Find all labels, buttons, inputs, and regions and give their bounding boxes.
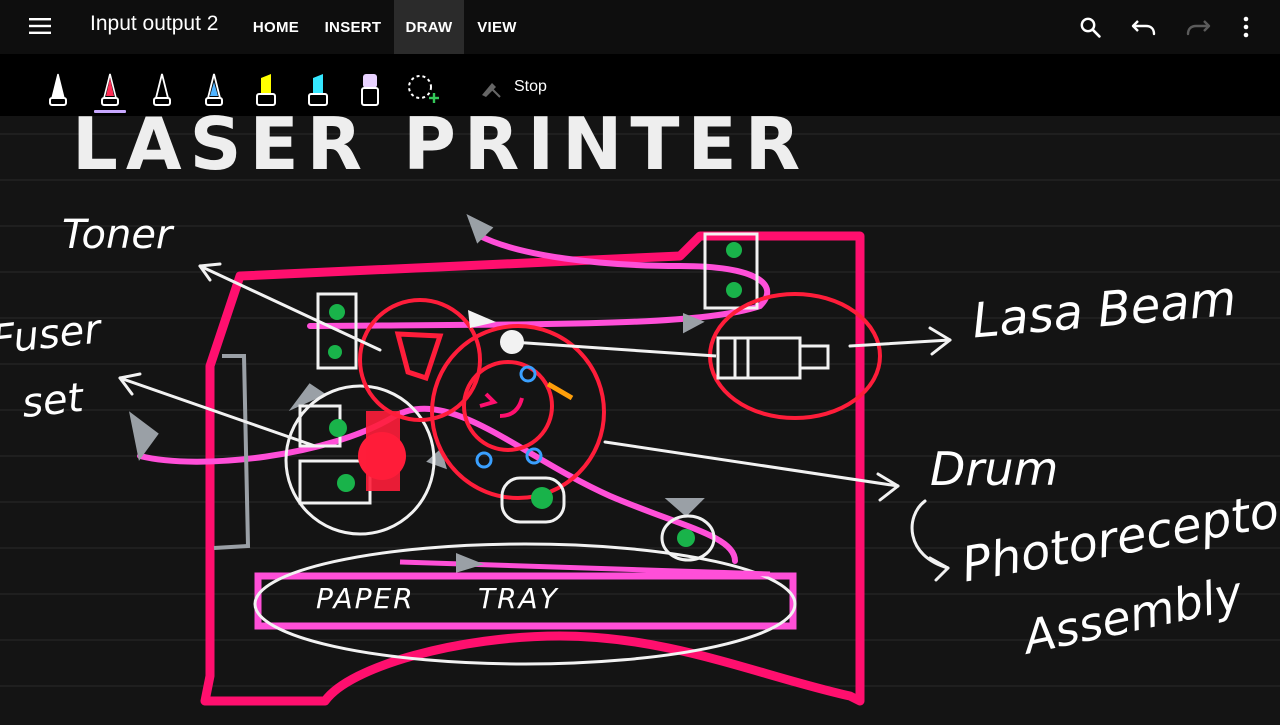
label-set: set: [19, 374, 86, 428]
stop-pen-icon: [482, 83, 501, 98]
document-title: Input output 2: [90, 12, 219, 35]
label-paper: PAPER: [316, 582, 415, 615]
redo-icon[interactable]: [1181, 10, 1215, 44]
selected-tool-indicator: [94, 110, 126, 113]
app-bar: Input output 2 HOME INSERT DRAW VIEW: [0, 0, 1280, 54]
pen-white-icon[interactable]: [41, 66, 75, 106]
ink-layer: [0, 133, 1280, 706]
highlighter-yellow-icon[interactable]: [249, 66, 283, 106]
pen-white-2-icon[interactable]: [145, 66, 179, 106]
more-icon[interactable]: [1229, 10, 1263, 44]
drawing-canvas[interactable]: LASER PRINTER Toner Fuser set Lasa Beam …: [0, 102, 1280, 720]
stop-label: Stop: [514, 78, 547, 95]
label-drum: Drum: [930, 442, 1059, 496]
menu-icon[interactable]: [22, 12, 58, 40]
highlighter-cyan-icon[interactable]: [301, 66, 335, 106]
canvas-title: LASER PRINTER: [72, 102, 809, 186]
stop-inking-button[interactable]: Stop: [478, 72, 547, 102]
undo-icon[interactable]: [1127, 10, 1161, 44]
pen-red-icon[interactable]: [93, 66, 127, 106]
search-icon[interactable]: [1073, 10, 1107, 44]
label-tray: TRAY: [478, 582, 559, 615]
eraser-icon[interactable]: [353, 66, 387, 106]
tab-insert[interactable]: INSERT: [324, 18, 382, 36]
lasso-select-icon[interactable]: [405, 66, 439, 106]
tab-draw[interactable]: DRAW: [394, 0, 464, 54]
tab-view[interactable]: VIEW: [477, 18, 517, 36]
tab-home[interactable]: HOME: [252, 18, 300, 36]
pen-blue-icon[interactable]: [197, 66, 231, 106]
label-toner: Toner: [62, 212, 173, 258]
